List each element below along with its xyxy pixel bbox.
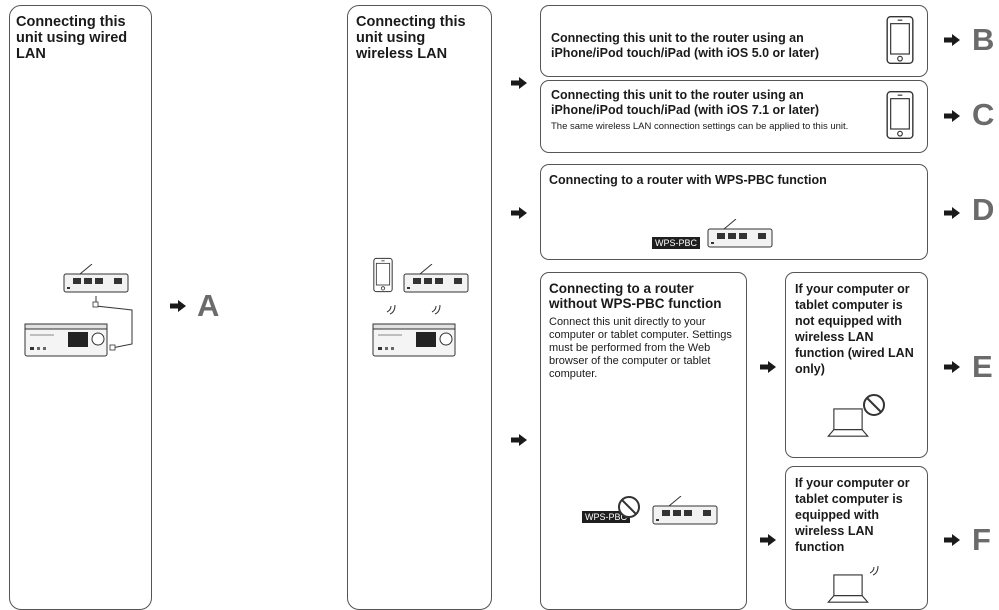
arrow-to-b — [944, 34, 960, 46]
option-no-wps-title: Connecting to a router without WPS-PBC f… — [549, 281, 722, 311]
wired-panel: Connecting this unit using wired LAN — [9, 5, 152, 610]
prohibited-icon-e — [862, 393, 886, 417]
option-wps-title: Connecting to a router with WPS-PBC func… — [549, 173, 827, 187]
arrow-to-ios-options — [511, 77, 527, 89]
arrow-to-e — [944, 361, 960, 373]
wireless-unit-icon — [372, 323, 456, 357]
option-no-wps-desc: Connect this unit directly to your compu… — [549, 316, 732, 380]
arrow-to-e-card — [760, 361, 776, 373]
option-ios7-card: Connecting this unit to the router using… — [540, 80, 928, 153]
wireless-router-icon — [402, 264, 470, 294]
option-ios7-title: Connecting this unit to the router using… — [551, 88, 820, 117]
wired-panel-title: Connecting this unit using wired LAN — [16, 14, 128, 62]
arrow-to-c — [944, 110, 960, 122]
result-a: A — [197, 288, 220, 323]
option-ios7-note: The same wireless LAN connection setting… — [551, 121, 849, 132]
router-icon-no-wps — [651, 496, 719, 526]
option-ios5-title: Connecting this unit to the router using… — [551, 31, 820, 60]
arrow-to-a — [170, 300, 186, 312]
arrow-to-wps — [511, 207, 527, 219]
result-b: B — [972, 22, 995, 57]
phone-icon — [373, 256, 393, 294]
arrow-to-d — [944, 207, 960, 219]
prohibited-icon — [617, 495, 641, 519]
laptop-icon-f — [826, 574, 870, 606]
result-f: F — [972, 522, 991, 557]
iphone-icon-b — [886, 12, 914, 68]
wireless-signal-icon-2 — [430, 302, 444, 316]
arrow-to-no-wps — [511, 434, 527, 446]
wifi-signal-icon — [868, 563, 882, 577]
wireless-signal-icon — [385, 302, 399, 316]
arrow-to-f — [944, 534, 960, 546]
iphone-icon-c — [886, 87, 914, 143]
option-wireless-title: If your computer or tablet computer is e… — [795, 476, 910, 554]
arrow-to-f-card — [760, 534, 776, 546]
wired-unit-icon — [24, 323, 108, 357]
router-icon-d — [706, 219, 774, 249]
wireless-panel-title: Connecting this unit using wireless LAN — [356, 14, 466, 62]
option-no-wps-card: Connecting to a router without WPS-PBC f… — [540, 272, 747, 610]
wps-pbc-badge-disabled: WPS-PBC — [582, 511, 631, 523]
wps-pbc-badge: WPS-PBC — [652, 237, 701, 249]
result-d: D — [972, 192, 995, 227]
option-ios5-card: Connecting this unit to the router using… — [540, 5, 928, 77]
result-c: C — [972, 97, 995, 132]
result-e: E — [972, 349, 993, 384]
wireless-panel: Connecting this unit using wireless LAN — [347, 5, 492, 610]
option-wired-only-title: If your computer or tablet computer is n… — [795, 282, 914, 376]
